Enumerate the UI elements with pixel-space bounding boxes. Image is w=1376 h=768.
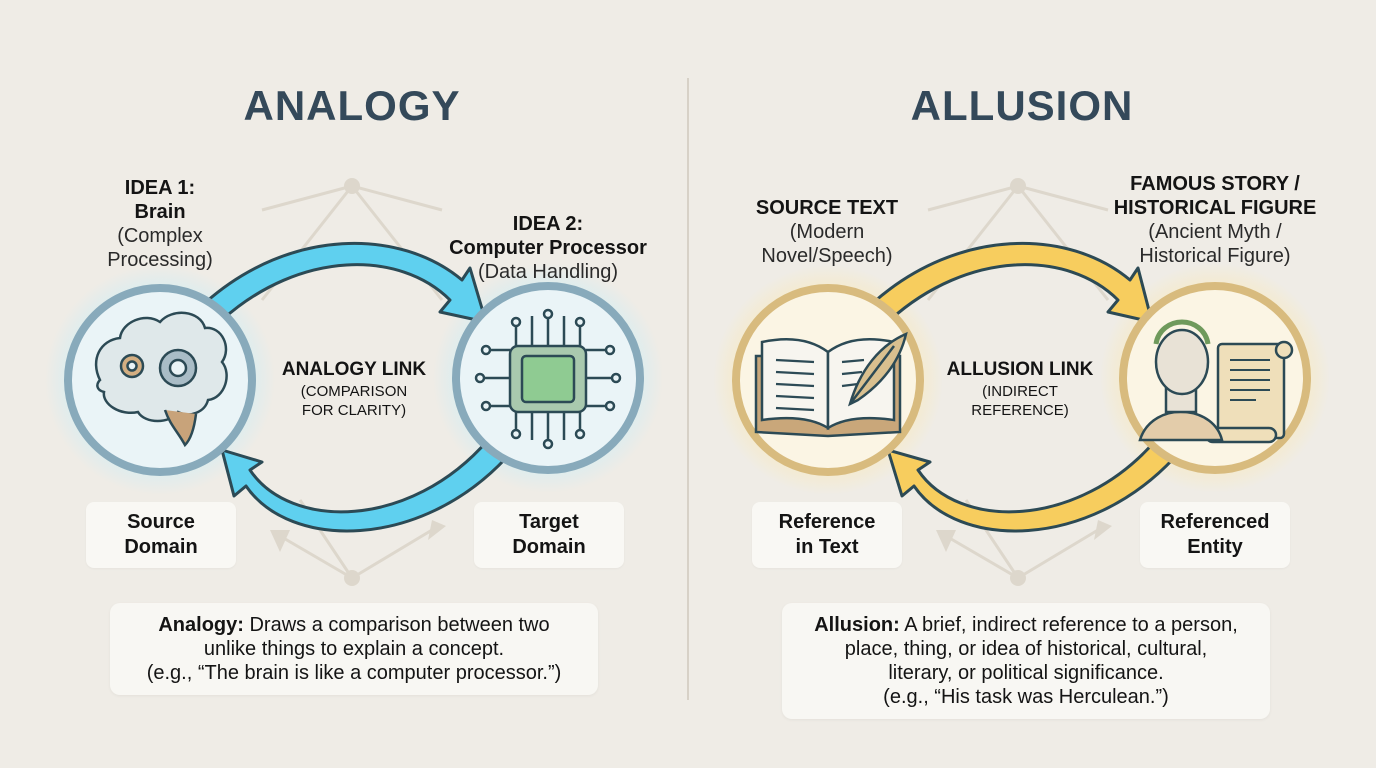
target-domain-line1: Target — [519, 511, 579, 533]
reference-line1: Reference — [778, 511, 876, 533]
analogy-link-sub2: FOR CLARITY) — [301, 402, 407, 419]
forward-arrow — [872, 241, 1154, 324]
analogy-example: (e.g., “The brain is like a computer pro… — [146, 662, 562, 684]
cpu-chip-icon — [474, 308, 622, 450]
source-text-label: SOURCE TEXT (Modern Novel/Speech) — [736, 196, 918, 268]
target-domain-line2: Domain — [512, 536, 586, 558]
analogy-link-sub1: (COMPARISON — [300, 383, 408, 400]
idea1-note-line2: Processing) — [107, 249, 213, 271]
return-arrow — [886, 438, 1176, 533]
entity-line2: Entity — [1187, 536, 1243, 558]
allusion-title: ALLUSION — [910, 82, 1134, 129]
analogy-link-heading: ANALOGY LINK — [281, 359, 427, 380]
source-text-note1: (Modern — [789, 221, 865, 243]
allusion-link-label: ALLUSION LINK (INDIRECT REFERENCE) — [936, 358, 1104, 420]
source-domain-line2: Domain — [124, 536, 198, 558]
source-text-note2: Novel/Speech) — [761, 245, 893, 267]
idea1-note-line1: (Complex — [117, 225, 203, 247]
analogy-def-line1: Draws a comparison between two — [243, 614, 550, 636]
idea1-heading: IDEA 1: — [124, 177, 196, 199]
target-domain-label: Target Domain — [474, 502, 624, 568]
idea1-name: Brain — [134, 201, 186, 223]
source-text-heading: SOURCE TEXT — [755, 197, 899, 219]
allusion-link-heading: ALLUSION LINK — [946, 359, 1094, 380]
analogy-title: ANALOGY — [243, 82, 461, 129]
source-domain-label: Source Domain — [86, 502, 236, 568]
idea2-name: Computer Processor — [449, 237, 647, 259]
open-book-quill-icon — [754, 331, 908, 438]
entity-line1: Referenced — [1160, 511, 1270, 533]
allusion-link-sub2: REFERENCE) — [971, 402, 1069, 419]
referenced-entity-label: Referenced Entity — [1140, 502, 1290, 568]
return-arrow — [220, 438, 508, 533]
reference-line2: in Text — [795, 536, 859, 558]
analogy-term: Analogy: — [158, 614, 244, 636]
famous-story-note1: (Ancient Myth / — [1148, 221, 1282, 243]
laurel-bust-scroll-icon — [1138, 319, 1294, 444]
famous-story-heading2: HISTORICAL FIGURE — [1113, 197, 1317, 219]
analogy-def-line2: unlike things to explain a concept. — [203, 638, 505, 660]
allusion-definition-box: Allusion: A brief, indirect reference to… — [782, 603, 1270, 719]
allusion-link-sub1: (INDIRECT — [982, 383, 1058, 400]
forward-arrow — [204, 241, 488, 324]
idea2-note: (Data Handling) — [477, 261, 619, 283]
famous-story-label: FAMOUS STORY / HISTORICAL FIGURE (Ancien… — [1100, 172, 1330, 268]
allusion-term: Allusion: — [814, 614, 900, 636]
center-divider — [687, 78, 689, 700]
analogy-definition-box: Analogy: Draws a comparison between two … — [110, 603, 598, 695]
idea1-label: IDEA 1: Brain (Complex Processing) — [70, 176, 250, 272]
famous-story-note2: Historical Figure) — [1139, 245, 1291, 267]
reference-in-text-label: Reference in Text — [752, 502, 902, 568]
allusion-example: (e.g., “His task was Herculean.”) — [883, 686, 1169, 708]
allusion-def-line2: place, thing, or idea of historical, cul… — [844, 638, 1208, 660]
idea2-label: IDEA 2: Computer Processor (Data Handlin… — [430, 212, 666, 284]
allusion-def-line3: literary, or political significance. — [888, 662, 1164, 684]
allusion-def-line1: A brief, indirect reference to a person, — [899, 614, 1238, 636]
famous-story-heading1: FAMOUS STORY / — [1130, 173, 1300, 195]
idea2-heading: IDEA 2: — [512, 213, 584, 235]
analogy-link-label: ANALOGY LINK (COMPARISON FOR CLARITY) — [270, 358, 438, 420]
source-domain-line1: Source — [127, 511, 195, 533]
brain-gears-icon — [94, 311, 228, 448]
